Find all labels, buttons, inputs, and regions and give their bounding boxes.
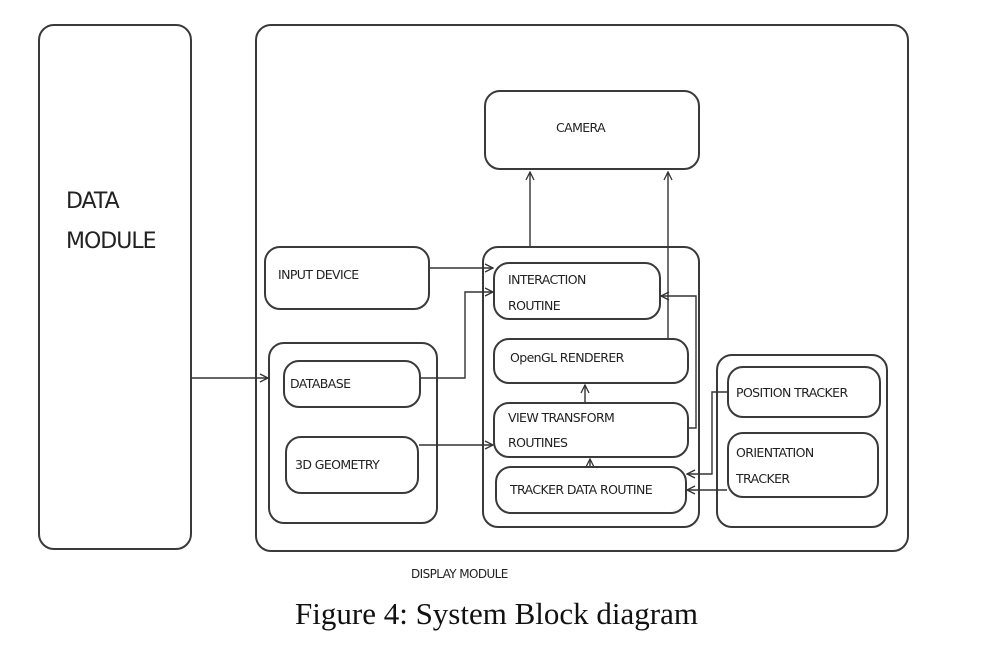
camera-label: CAMERA (556, 120, 606, 135)
view-transform-label-line2: ROUTINES (508, 435, 568, 450)
display-module-label: DISPLAY MODULE (411, 567, 508, 581)
data-source-group-box (268, 342, 438, 524)
camera-box (484, 90, 700, 170)
interaction-routine-box (493, 262, 661, 320)
orientation-tracker-label-line1: ORIENTATION (736, 445, 814, 460)
view-transform-box (493, 402, 689, 458)
position-tracker-label: POSITION TRACKER (736, 385, 848, 400)
interaction-routine-label-line1: INTERACTION (508, 272, 586, 287)
data-module-box (38, 24, 192, 550)
trackers-group-box (716, 354, 888, 528)
database-label: DATABASE (290, 376, 351, 391)
orientation-tracker-label-line2: TRACKER (736, 471, 790, 486)
position-tracker-box (727, 366, 881, 418)
data-module-label-line2: MODULE (66, 229, 156, 254)
3d-geometry-box (285, 436, 419, 494)
view-transform-label-line1: VIEW TRANSFORM (508, 410, 615, 425)
arrow-view-to-interaction (661, 296, 697, 429)
data-module-label-line1: DATA (66, 189, 120, 214)
tracker-data-routine-label: TRACKER DATA ROUTINE (510, 482, 653, 497)
3d-geometry-label: 3D GEOMETRY (295, 457, 380, 472)
database-box (283, 360, 421, 408)
routines-group-box (482, 246, 700, 528)
arrow-position-to-tracker-data (687, 391, 727, 474)
interaction-routine-label-line2: ROUTINE (508, 298, 561, 313)
input-device-box (264, 246, 430, 310)
input-device-label: INPUT DEVICE (278, 267, 359, 282)
arrow-database-to-interaction (421, 292, 493, 379)
display-module-box (255, 24, 909, 552)
figure-caption: Figure 4: System Block diagram (295, 596, 698, 631)
orientation-tracker-box (727, 432, 879, 498)
opengl-renderer-box (493, 338, 689, 384)
opengl-renderer-label: OpenGL RENDERER (510, 350, 624, 365)
